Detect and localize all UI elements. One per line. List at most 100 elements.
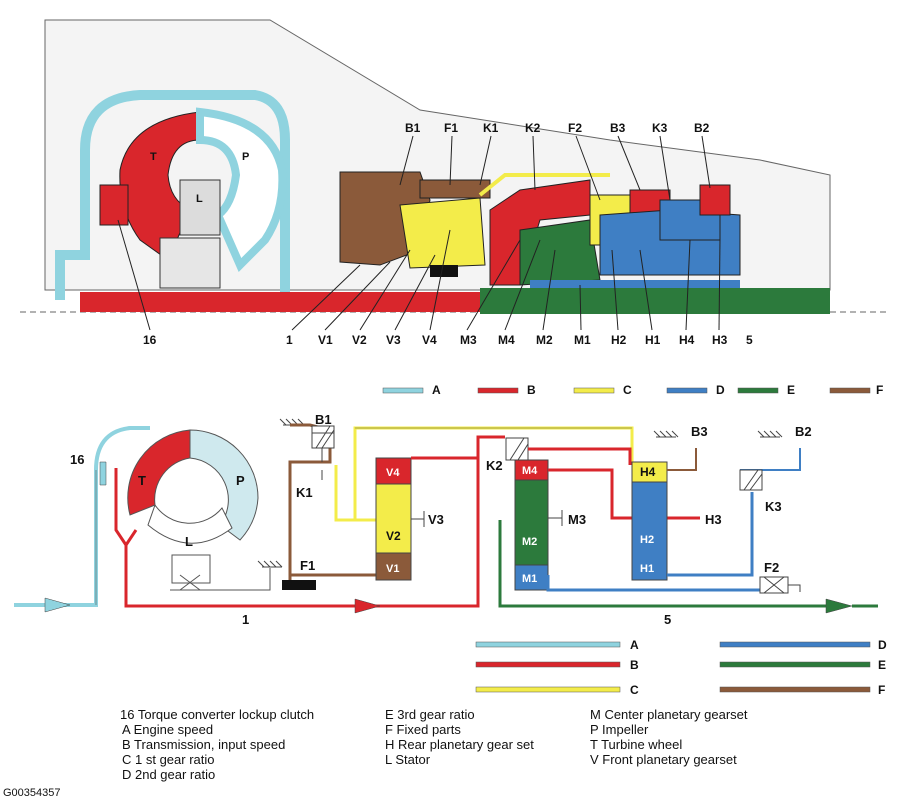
bot-label-M3: M3 <box>460 333 477 347</box>
output-line-e <box>498 520 830 608</box>
key-top-B: B <box>527 383 536 397</box>
key-bottom-D: D <box>878 638 887 652</box>
schem-F1: F1 <box>300 558 315 573</box>
top-label-B3: B3 <box>610 121 626 135</box>
schem-H4: H4 <box>640 465 656 479</box>
clutch-f1-top <box>419 179 491 199</box>
top-label-F1: F1 <box>444 121 458 135</box>
schem-V4: V4 <box>386 467 400 479</box>
schem-P: P <box>236 473 245 488</box>
label-T: T <box>150 151 157 163</box>
schem-stator <box>147 503 233 544</box>
output-shaft-blue <box>530 280 740 288</box>
bot-label-M1: M1 <box>574 333 591 347</box>
c-link <box>478 173 610 197</box>
bot-label-V2: V2 <box>352 333 367 347</box>
engine-input-line <box>14 426 150 607</box>
bot-label-5: 5 <box>746 333 753 347</box>
fixed-block <box>430 265 458 277</box>
bot-label-16: 16 <box>143 333 157 347</box>
top-label-K1: K1 <box>483 121 499 135</box>
label-P: P <box>242 151 249 163</box>
bot-label-1: 1 <box>286 333 293 347</box>
bot-label-H4: H4 <box>679 333 695 347</box>
bot-label-M4: M4 <box>498 333 515 347</box>
key-top: A B C D E F <box>382 383 883 397</box>
bot-label-H1: H1 <box>645 333 661 347</box>
brake-b2 <box>699 184 731 216</box>
schem-T: T <box>138 473 146 488</box>
schem-H1: H1 <box>640 563 654 575</box>
key-bottom-F: F <box>878 683 885 697</box>
bot-label-H3: H3 <box>712 333 728 347</box>
key-top-D: D <box>716 383 725 397</box>
stator <box>179 179 221 236</box>
schematic: T P L 16 B1 K1 F1 <box>14 412 878 627</box>
bot-label-V3: V3 <box>386 333 401 347</box>
stator-freewheel <box>171 554 211 584</box>
bot-label-M2: M2 <box>536 333 553 347</box>
output-arrow <box>825 598 853 614</box>
center-planetary <box>519 219 601 286</box>
top-label-K3: K3 <box>652 121 668 135</box>
schem-M4: M4 <box>522 465 538 477</box>
schem-H3: H3 <box>705 512 722 527</box>
top-row-labels: B1 F1 K1 K2 F2 B3 K3 B2 <box>405 121 710 135</box>
lockup-clutch <box>99 184 129 226</box>
bot-label-H2: H2 <box>611 333 627 347</box>
V4-box <box>375 457 412 485</box>
schem-turbine <box>127 429 191 516</box>
schem-K2: K2 <box>486 458 503 473</box>
leader-lines <box>117 135 721 331</box>
V1-box <box>375 552 412 581</box>
cross-section: T P L B1 F1 K1 K2 F2 B3 K3 B2 16 1 V1 V2… <box>20 19 890 347</box>
top-label-K2: K2 <box>525 121 541 135</box>
schem-M2: M2 <box>522 536 537 548</box>
input-arrow <box>354 598 381 614</box>
schem-V2: V2 <box>386 529 401 543</box>
schem-V1: V1 <box>386 563 399 575</box>
schem-1: 1 <box>242 612 249 627</box>
clutch-k2 <box>489 179 591 286</box>
key-bottom-C: C <box>630 683 639 697</box>
engine-input-arrow <box>44 597 71 613</box>
H4-box <box>631 461 668 483</box>
schem-K3: K3 <box>765 499 782 514</box>
bot-label-V4: V4 <box>422 333 437 347</box>
schem-K1: K1 <box>296 485 313 500</box>
schem-impeller <box>189 429 259 541</box>
schem-L: L <box>185 534 193 549</box>
schem-V3: V3 <box>428 512 444 527</box>
impeller <box>196 107 287 272</box>
schem-B2: B2 <box>795 424 812 439</box>
schem-M1: M1 <box>522 573 537 585</box>
top-label-B1: B1 <box>405 121 421 135</box>
input-line-b <box>114 435 505 608</box>
input-shaft <box>80 292 520 312</box>
bot-label-V1: V1 <box>318 333 333 347</box>
schem-M3: M3 <box>568 512 586 527</box>
schem-5: 5 <box>664 612 671 627</box>
key-bottom-E: E <box>878 658 886 672</box>
key-bottom: A B C D E F <box>475 638 887 697</box>
stator-hub <box>159 237 221 289</box>
converter-cover <box>55 90 290 300</box>
front-planetary <box>399 197 486 269</box>
key-bottom-A: A <box>630 638 639 652</box>
output-shaft <box>480 288 830 314</box>
key-top-C: C <box>623 383 632 397</box>
schem-B1: B1 <box>315 412 332 427</box>
key-top-A: A <box>432 383 441 397</box>
schem-F2: F2 <box>764 560 779 575</box>
schem-B3: B3 <box>691 424 708 439</box>
M1-box <box>514 564 549 591</box>
label-L: L <box>196 193 203 205</box>
key-top-E: E <box>787 383 795 397</box>
schem-16: 16 <box>70 452 84 467</box>
key-bottom-B: B <box>630 658 639 672</box>
key-top-F: F <box>876 383 883 397</box>
bottom-row-labels: 16 1 V1 V2 V3 V4 M3 M4 M2 M1 H2 H1 H4 H3… <box>143 333 753 347</box>
top-label-B2: B2 <box>694 121 710 135</box>
top-label-F2: F2 <box>568 121 582 135</box>
